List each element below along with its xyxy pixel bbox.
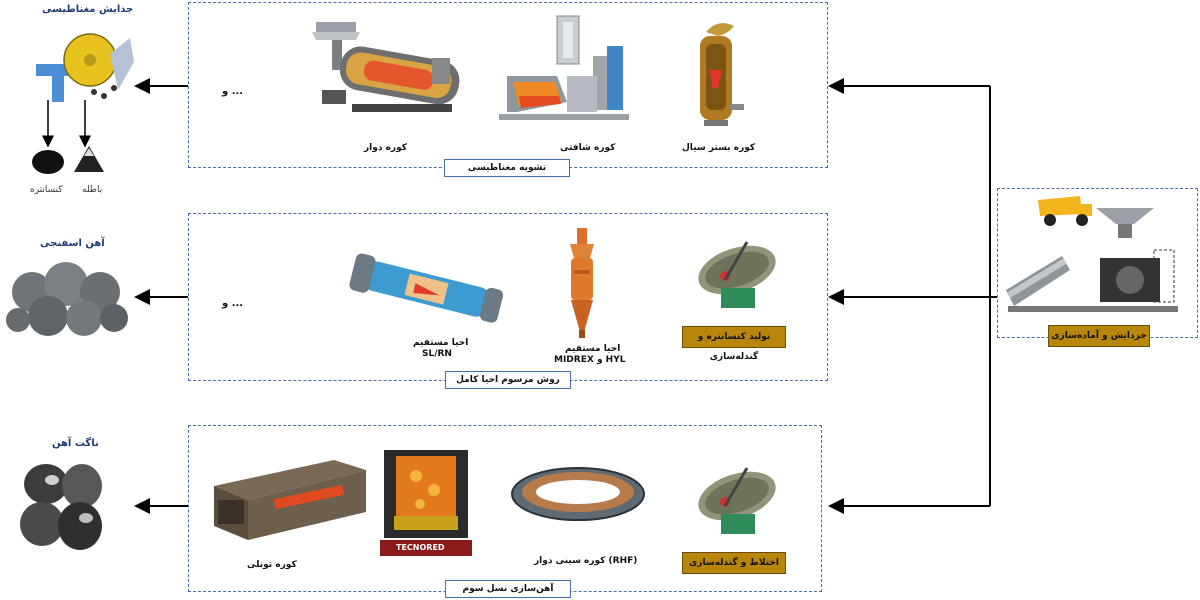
fluid-bed-label: کوره بستر سیال [682,143,756,153]
sponge-iron-illustration [6,262,128,336]
tailings-pile-icon [74,146,104,172]
rotary-kiln-illustration [312,22,460,112]
slrn-label-line1: احیا مستقیم [413,338,469,348]
sponge-iron-title: آهن اسفنجی [40,238,105,249]
tunnel-kiln-label: کوره تونلی [247,560,297,570]
rotary-kiln-label: کوره دوار [364,143,407,153]
panel3-caption: آهن‌سازی نسل سوم [445,580,571,598]
slrn-kiln-illustration [349,253,504,323]
rhf-label: کوره سینی دوار (RHF) [534,556,638,566]
panel1-etc: و ... [222,86,244,97]
prep-box: خردایش و آماده‌سازی [1048,325,1150,347]
concentrate-label: کنسانتره [30,185,63,195]
magnetic-separation-title: جدایش مغناطیسی [42,4,134,15]
iron-nugget-title: ناگت آهن [52,438,99,449]
shaft-furnace-label: کوره شافتی [560,143,616,153]
tunnel-kiln-illustration [214,460,366,540]
tecnored-illustration [380,450,472,556]
midrex-reactor-illustration [570,228,594,338]
panel2-etc: و ... [222,298,244,309]
concentrate-pile-icon [32,150,64,174]
panel1-caption: تشویه مغناطیسی [444,159,570,177]
tailings-label: باطله [82,185,103,195]
panel2-caption: روش مرسوم احیا کامل [445,371,571,389]
iron-nugget-illustration [20,464,102,550]
pelletizing-disc-illustration [698,241,776,308]
fluid-bed-illustration [700,23,744,126]
haul-truck-illustration [1038,196,1092,226]
magnetic-separator-illustration [36,33,134,102]
pelletizing-box: تولید کنسانتره و گندله‌سازی [682,326,786,362]
mixing-box: اختلاط و گندله‌سازی [682,552,786,574]
rhf-illustration [511,467,645,521]
midrex-label-line2: MIDREX و HYL [554,355,626,365]
crusher-illustration [1006,208,1178,312]
midrex-label-line1: احیا مستقیم [565,344,621,354]
mixing-disc-illustration [698,467,776,534]
slrn-label-line2: SL/RN [422,349,452,359]
shaft-furnace-illustration [499,15,629,120]
tecnored-label: TECNORED [396,543,445,552]
